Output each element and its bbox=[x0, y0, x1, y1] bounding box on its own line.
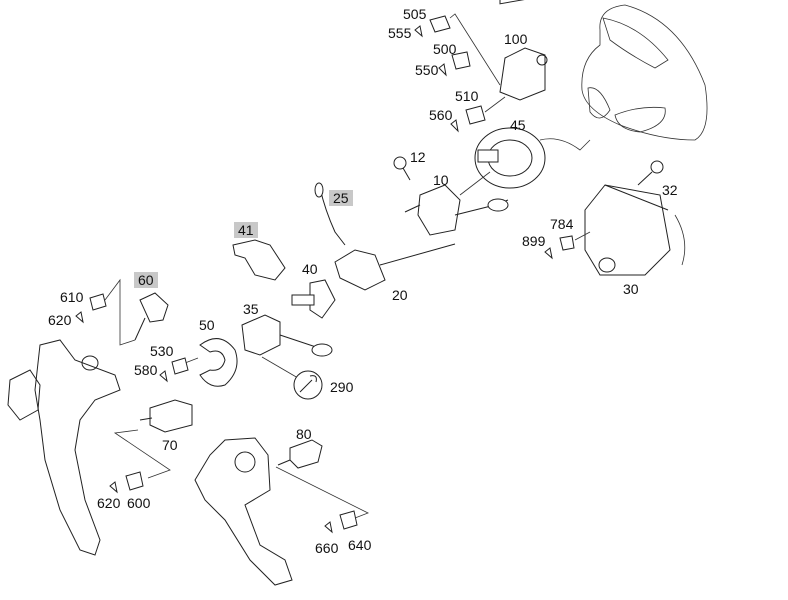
label-620-upper[interactable]: 620 bbox=[48, 312, 72, 328]
leader-80-640 bbox=[275, 466, 369, 519]
label-35[interactable]: 35 bbox=[243, 301, 259, 317]
label-41[interactable]: 41 bbox=[234, 222, 258, 238]
label-555[interactable]: 555 bbox=[388, 25, 412, 41]
part-25-cable[interactable] bbox=[314, 182, 346, 246]
leader-35-290 bbox=[261, 356, 299, 379]
part-290-tool-icon[interactable] bbox=[293, 370, 323, 400]
label-660[interactable]: 660 bbox=[315, 540, 339, 556]
label-12[interactable]: 12 bbox=[410, 149, 426, 165]
label-560[interactable]: 560 bbox=[429, 107, 453, 123]
label-100[interactable]: 100 bbox=[504, 31, 528, 47]
leader-784-30 bbox=[574, 231, 591, 241]
label-505[interactable]: 505 bbox=[403, 6, 427, 22]
connector-510 bbox=[465, 105, 486, 125]
label-45[interactable]: 45 bbox=[510, 117, 526, 133]
steering-wheel[interactable] bbox=[581, 4, 708, 141]
part-35-cruise-control[interactable] bbox=[241, 314, 333, 357]
terminal-620-lower bbox=[109, 481, 118, 494]
connector-784 bbox=[559, 235, 575, 251]
terminal-620-upper bbox=[75, 311, 84, 324]
connector-600 bbox=[125, 471, 144, 491]
label-80[interactable]: 80 bbox=[296, 426, 312, 442]
terminal-899 bbox=[544, 247, 553, 260]
label-32[interactable]: 32 bbox=[662, 182, 678, 198]
part-32-screw[interactable] bbox=[637, 160, 664, 186]
label-25[interactable]: 25 bbox=[329, 190, 353, 206]
label-600[interactable]: 600 bbox=[127, 495, 151, 511]
terminal-660 bbox=[324, 521, 333, 534]
label-30[interactable]: 30 bbox=[623, 281, 639, 297]
label-10[interactable]: 10 bbox=[433, 172, 449, 188]
label-40[interactable]: 40 bbox=[302, 261, 318, 277]
label-530[interactable]: 530 bbox=[150, 343, 174, 359]
label-620-lower[interactable]: 620 bbox=[97, 495, 121, 511]
connector-530 bbox=[171, 357, 189, 375]
part-80-pedal-switch[interactable] bbox=[277, 439, 323, 469]
leader-505-100 bbox=[449, 13, 501, 86]
connector-500 bbox=[451, 51, 471, 70]
brake-pedal-assembly[interactable] bbox=[194, 437, 293, 586]
part-100-switch-module[interactable] bbox=[499, 0, 548, 101]
leader-70-600 bbox=[113, 429, 171, 479]
part-50-sensor-ring[interactable] bbox=[199, 338, 238, 387]
part-40-switch[interactable] bbox=[291, 279, 336, 319]
terminal-580 bbox=[159, 370, 168, 383]
label-60[interactable]: 60 bbox=[134, 272, 158, 288]
leader-610-60 bbox=[104, 278, 136, 346]
part-10-combination-switch[interactable] bbox=[404, 171, 509, 236]
connector-640 bbox=[339, 510, 358, 530]
connector-610 bbox=[89, 293, 107, 311]
leader-510-100 bbox=[484, 96, 506, 113]
label-784[interactable]: 784 bbox=[550, 216, 574, 232]
part-20-wiper-switch[interactable] bbox=[334, 243, 456, 291]
part-45-clock-spring[interactable] bbox=[474, 127, 591, 189]
label-50[interactable]: 50 bbox=[199, 317, 215, 333]
label-580[interactable]: 580 bbox=[134, 362, 158, 378]
part-70-brake-light-switch[interactable] bbox=[139, 399, 193, 433]
label-610[interactable]: 610 bbox=[60, 289, 84, 305]
terminal-550 bbox=[438, 63, 447, 77]
part-30-steering-lock[interactable] bbox=[584, 184, 686, 276]
label-500[interactable]: 500 bbox=[433, 41, 457, 57]
label-510[interactable]: 510 bbox=[455, 88, 479, 104]
label-20[interactable]: 20 bbox=[392, 287, 408, 303]
leader-530-50 bbox=[184, 357, 199, 364]
terminal-560 bbox=[450, 119, 459, 133]
part-41-bracket[interactable] bbox=[232, 239, 286, 281]
part-12-screw[interactable] bbox=[393, 156, 411, 181]
terminal-555 bbox=[414, 25, 423, 38]
label-899[interactable]: 899 bbox=[522, 233, 546, 249]
label-70[interactable]: 70 bbox=[162, 437, 178, 453]
clutch-pedal-assembly[interactable] bbox=[7, 339, 121, 556]
label-640[interactable]: 640 bbox=[348, 537, 372, 553]
part-60-sensor[interactable] bbox=[134, 292, 169, 341]
label-550[interactable]: 550 bbox=[415, 62, 439, 78]
connector-505 bbox=[429, 15, 451, 33]
label-290[interactable]: 290 bbox=[330, 379, 354, 395]
